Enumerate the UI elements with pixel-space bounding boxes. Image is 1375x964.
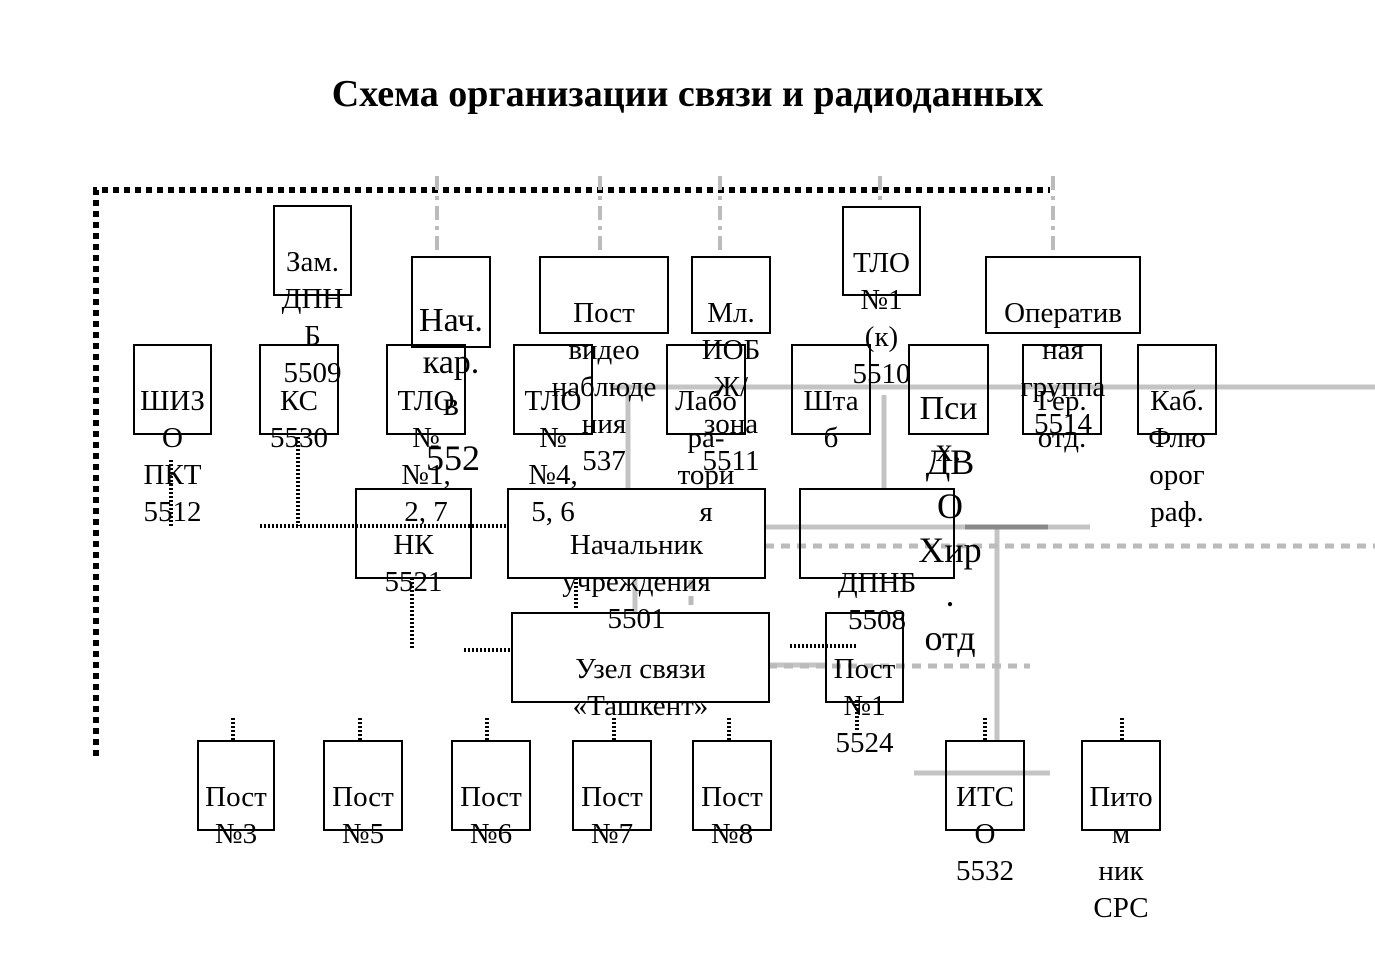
node-ger-otd-label: Гер. отд. [1037,385,1087,454]
node-post6-label: Пост №6 [460,781,522,850]
node-psikh-label: Пси х. [919,390,978,469]
node-nach-kar-label: Нач. кар. в [419,302,483,423]
node-tlo1k-label: ТЛО №1 (к) 5510 [852,247,911,390]
node-ks: КС 5530 [259,344,339,454]
node-tlo12-label: ТЛО № №1, 2, 7 [397,385,455,528]
node-operativnaya: Оператив ная группа 5514 [985,256,1141,440]
node-pitomnik: Пито м ник СРС [1081,740,1161,924]
node-laboratoriya: Лабо ра- тори я [666,344,746,528]
label-552: 552 [426,438,480,478]
node-shizo-label: ШИЗ О ПКТ 5512 [140,385,205,528]
node-shtab: Шта б [791,344,871,454]
node-nach-kar: Нач. кар. в [411,256,491,423]
label-dvo-khir-otd: ДВ О Хир . отд [918,442,982,658]
node-post7: Пост №7 [572,740,652,850]
node-nachalnik: Начальник учреждения 5501 [507,488,766,635]
page-title: Схема организации связи и радиоданных [331,73,1044,115]
node-nk: НК 5521 [355,488,472,598]
node-post3-label: Пост №3 [205,781,267,850]
node-post-video: Пост видео наблюде ния 537 [539,256,669,477]
node-zam-dpnb: Зам. ДПН Б 5509 [273,205,352,389]
node-nk-label: НК 5521 [384,529,443,598]
node-dpnb-label: ДПНБ 5508 [837,567,917,636]
node-post8: Пост №8 [692,740,772,850]
node-dpnb: ДПНБ 5508 [799,488,955,636]
node-tlo456-label: ТЛО № №4, 5, 6 [524,385,582,528]
node-post8-label: Пост №8 [701,781,763,850]
node-itso-label: ИТС О 5532 [956,781,1014,887]
node-post1-label: Пост №1 5524 [833,653,896,759]
node-tlo456: ТЛО № №4, 5, 6 [513,344,593,528]
node-post1: Пост №1 5524 [825,612,904,759]
node-ml-iob: Мл. ИОБ Ж/ зона 5511 [691,256,771,477]
node-zam-dpnb-label: Зам. ДПН Б 5509 [281,246,344,389]
node-kab-flyuorograf: Каб. Флю орог раф. [1137,344,1217,528]
node-tlo1k: ТЛО №1 (к) 5510 [842,206,921,390]
node-pitomnik-label: Пито м ник СРС [1089,781,1153,924]
node-uzel: Узел связи «Ташкент» [511,612,770,722]
node-post5: Пост №5 [323,740,403,850]
node-post3: Пост №3 [197,740,275,850]
node-post6: Пост №6 [451,740,531,850]
node-ger-otd: Гер. отд. [1022,344,1102,454]
node-uzel-label: Узел связи «Ташкент» [572,653,709,722]
node-post7-label: Пост №7 [581,781,643,850]
node-tlo12: ТЛО № №1, 2, 7 [386,344,466,528]
node-nachalnik-label: Начальник учреждения 5501 [562,529,711,635]
node-post5-label: Пост №5 [332,781,394,850]
node-shtab-label: Шта б [803,385,859,454]
node-ks-label: КС 5530 [270,385,328,454]
connection-lines [93,176,1375,776]
node-laboratoriya-label: Лабо ра- тори я [675,385,737,528]
node-psikh: Пси х. [908,344,989,469]
node-itso: ИТС О 5532 [945,740,1025,887]
radio-network-frame [93,187,1050,756]
node-kab-flyuorograf-label: Каб. Флю орог раф. [1148,385,1206,528]
node-post-video-label: Пост видео наблюде ния 537 [551,297,657,477]
node-shizo: ШИЗ О ПКТ 5512 [133,344,212,528]
